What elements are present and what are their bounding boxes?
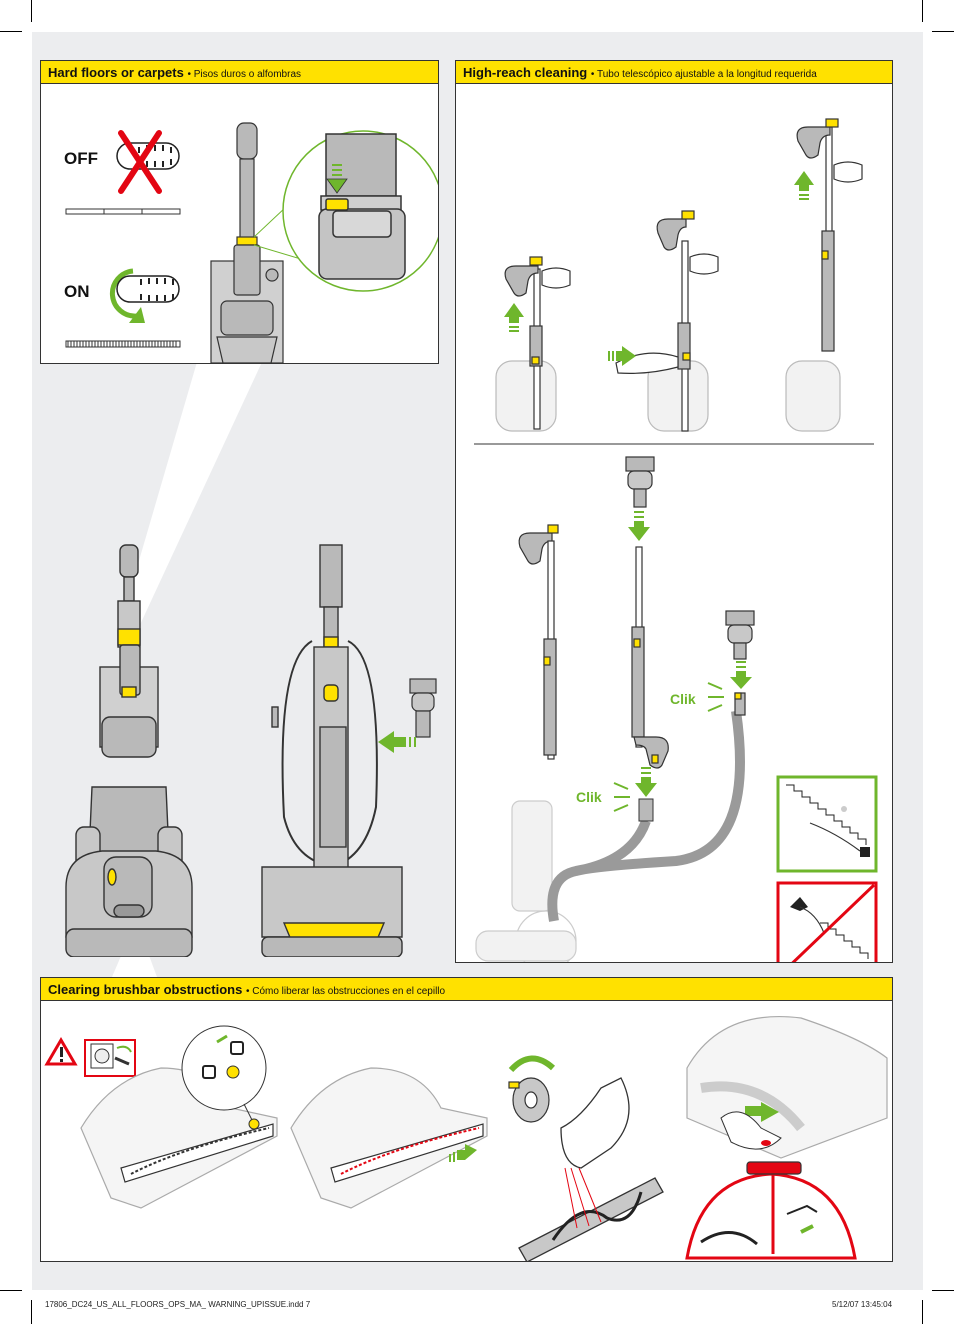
off-label: OFF	[64, 149, 98, 168]
up-arrow-icon	[794, 171, 814, 200]
brushbar-subtitle: • Cómo liberar las obstrucciones en el c…	[245, 986, 446, 997]
hose-tool-assembly	[625, 456, 669, 769]
end-cap	[508, 1077, 550, 1123]
cleaner-head-step-4	[686, 1016, 888, 1159]
high-reach-subtitle: • Tubo telescópico ajustable a la longit…	[590, 69, 817, 80]
push-arrow-icon	[608, 346, 636, 366]
lock-icons	[181, 1025, 267, 1130]
wand-step-2	[615, 210, 719, 432]
hard-floors-subtitle: • Pisos duros o alfombras	[187, 69, 302, 80]
rotate-arrow-icon	[508, 1055, 556, 1073]
hard-floors-title: Hard floors or carpets	[48, 65, 184, 80]
stairs-wrong-icon	[776, 881, 878, 962]
click-lines-icon	[707, 682, 724, 712]
hard-floors-panel: Hard floors or carpets • Pisos duros o a…	[40, 60, 439, 364]
vacuum-rear-view	[261, 544, 403, 957]
down-arrow-icon	[628, 511, 650, 541]
vacuum-front-view	[65, 544, 193, 957]
crop-mark	[922, 1300, 923, 1324]
crop-mark	[932, 31, 954, 32]
brush-on-icon	[140, 278, 174, 301]
wand-step-3	[785, 118, 863, 432]
wand-step-1	[495, 256, 571, 432]
hard-floor-icon	[65, 208, 181, 215]
left-arrow-icon	[378, 731, 416, 753]
crop-mark	[922, 0, 923, 22]
click-lines-icon	[613, 782, 630, 812]
brushbar-removed	[518, 1077, 664, 1261]
brushbar-panel: Clearing brushbar obstructions • Cómo li…	[40, 977, 893, 1262]
down-arrow-icon	[730, 661, 752, 689]
clik-label-upper: Clik	[670, 691, 696, 707]
footer-timestamp: 5/12/07 13:45:04	[832, 1300, 893, 1309]
high-reach-panel: High-reach cleaning • Tubo telescópico a…	[455, 60, 893, 963]
manual-page: Hard floors or carpets • Pisos duros o a…	[32, 32, 923, 1290]
detached-wand	[518, 524, 559, 760]
carpet-icon	[65, 340, 181, 348]
switch-closeup	[318, 133, 406, 280]
red-cross-icon	[118, 130, 162, 194]
up-arrow-icon	[504, 303, 524, 332]
brushbar-steps-illustration	[44, 1016, 888, 1261]
vacuum-background	[475, 800, 577, 962]
brushbar-switch-illustration: OFF ON	[64, 122, 438, 363]
brushbar-header: Clearing brushbar obstructions • Cómo li…	[41, 978, 892, 1001]
clik-label-lower: Clik	[576, 789, 602, 805]
down-arrow-icon	[635, 767, 657, 797]
pull-arrow-icon	[449, 1144, 477, 1162]
cleaner-head-step-2	[290, 1067, 488, 1209]
stairs-correct-icon	[776, 775, 878, 873]
push-down-arrow-icon	[326, 164, 348, 194]
crop-mark	[31, 0, 32, 22]
high-reach-title: High-reach cleaning	[463, 65, 588, 80]
crop-mark	[932, 1290, 954, 1291]
high-reach-illustration: Clik Clik	[474, 118, 878, 962]
rotate-green-icon	[109, 268, 138, 319]
push-arrow-icon	[745, 1102, 779, 1122]
hand-tool	[725, 610, 755, 716]
footer-filename: 17806_DC24_US_ALL_FLOORS_OPS_MA_ WARNING…	[45, 1300, 311, 1309]
crop-mark	[0, 31, 22, 32]
warning-triangle-icon	[44, 1037, 78, 1066]
crop-mark	[31, 1300, 32, 1324]
brushbar-title: Clearing brushbar obstructions	[48, 982, 243, 997]
vacuum-front-back-views	[65, 544, 437, 957]
on-label: ON	[64, 282, 90, 301]
vacuum-handle-closeup	[210, 122, 284, 363]
unplug-icon	[84, 1039, 136, 1077]
detail-inset	[685, 1161, 857, 1260]
high-reach-header: High-reach cleaning • Tubo telescópico a…	[456, 61, 892, 84]
hard-floors-header: Hard floors or carpets • Pisos duros o a…	[41, 61, 438, 84]
crop-mark	[0, 1290, 22, 1291]
crevice-tool	[409, 678, 437, 738]
flexible-hose	[547, 710, 745, 922]
